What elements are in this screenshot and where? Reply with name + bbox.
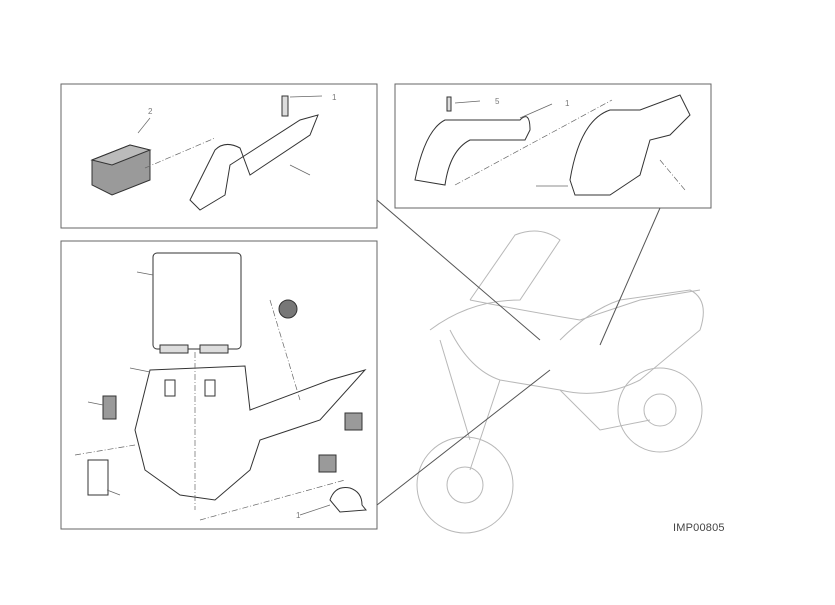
callout-label: 1 <box>332 93 337 102</box>
ecu-unit <box>152 252 242 354</box>
ecu-mounting-bracket <box>134 365 367 501</box>
motorcycle-outline <box>416 230 704 534</box>
rubber-block <box>344 412 363 431</box>
leaders-top-left <box>137 95 323 176</box>
callout-label: 5 <box>495 97 500 106</box>
callout-label: 2 <box>148 107 153 116</box>
reference-code: IMP00805 <box>673 522 725 534</box>
bracket-top-right-left <box>414 96 531 186</box>
bracket-top-right-right <box>569 94 691 196</box>
rubber-block <box>318 454 337 473</box>
callout-label: 1 <box>565 99 570 108</box>
gear-grommet <box>278 299 298 319</box>
callout-label: 1 <box>296 511 301 520</box>
relay-holder <box>90 144 152 196</box>
leaders-top-right <box>454 99 686 191</box>
rubber-pad <box>102 395 117 420</box>
clamp <box>329 487 367 513</box>
pointer-lines <box>376 199 661 506</box>
small-bracket <box>87 459 109 496</box>
bracket-top-left <box>189 95 319 211</box>
leaders-bottom-left <box>74 271 346 521</box>
